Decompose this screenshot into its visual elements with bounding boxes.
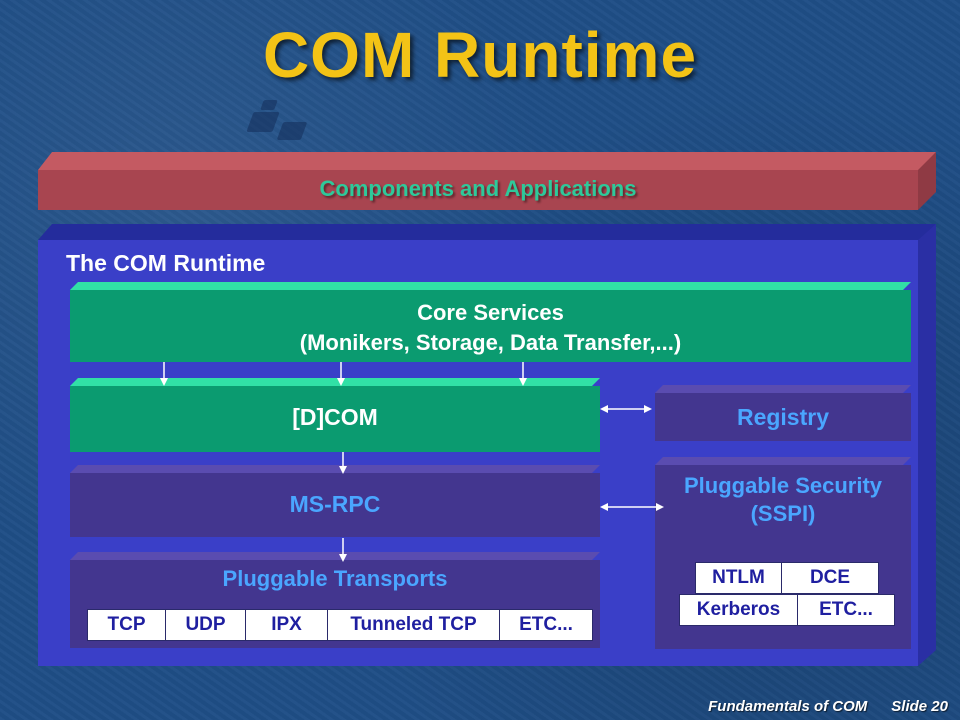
- components-bar-top: [38, 152, 936, 170]
- core-services-top: [70, 282, 911, 290]
- security-line1: Pluggable Security: [683, 473, 883, 498]
- transports-label: Pluggable Transports: [222, 566, 448, 591]
- dcom-block: [70, 386, 600, 452]
- transports-top: [70, 552, 600, 560]
- runtime-container-side: [918, 224, 936, 666]
- registry-block: [655, 393, 911, 441]
- components-bar-side: [918, 152, 936, 210]
- security-line2: (SSPI): [750, 501, 816, 526]
- components-bar-label: Components and Applications: [319, 176, 637, 201]
- security-row-2: Kerberos ETC...: [679, 594, 895, 626]
- transport-cell: UDP: [166, 610, 246, 640]
- registry-top: [655, 385, 911, 393]
- footer-slide-number: Slide 20: [891, 698, 948, 715]
- security-cell: ETC...: [819, 599, 873, 620]
- components-bar: [38, 170, 918, 210]
- security-row-1: NTLM DCE: [695, 562, 879, 594]
- slide-footer: Fundamentals of COM Slide 20: [684, 698, 948, 715]
- footer-course: Fundamentals of COM: [708, 698, 868, 715]
- security-top: [655, 457, 911, 465]
- msrpc-block: [70, 473, 600, 537]
- msrpc-label: MS-RPC: [289, 491, 381, 517]
- core-services-line2: (Monikers, Storage, Data Transfer,...): [299, 330, 682, 355]
- transport-cell: IPX: [246, 610, 328, 640]
- transport-cell: ETC...: [519, 614, 573, 635]
- slide-title: COM Runtime: [262, 19, 698, 91]
- transport-cell: TCP: [88, 610, 166, 640]
- security-cell: DCE: [809, 567, 851, 588]
- msrpc-top: [70, 465, 600, 473]
- runtime-container-top: [38, 224, 936, 240]
- transport-cell: Tunneled TCP: [328, 610, 500, 640]
- security-cell: Kerberos: [680, 595, 798, 625]
- dcom-label: [D]COM: [292, 404, 378, 430]
- transports-table: TCP UDP IPX Tunneled TCP ETC...: [87, 609, 593, 641]
- core-services-block: [70, 290, 911, 362]
- security-label: Pluggable Security (SSPI): [655, 472, 911, 528]
- security-cell: NTLM: [696, 563, 782, 593]
- core-services-line1: Core Services: [417, 300, 564, 325]
- dcom-top: [70, 378, 600, 386]
- registry-label: Registry: [736, 404, 830, 430]
- runtime-label: The COM Runtime: [66, 250, 266, 276]
- core-services-label: Core Services (Monikers, Storage, Data T…: [70, 298, 911, 358]
